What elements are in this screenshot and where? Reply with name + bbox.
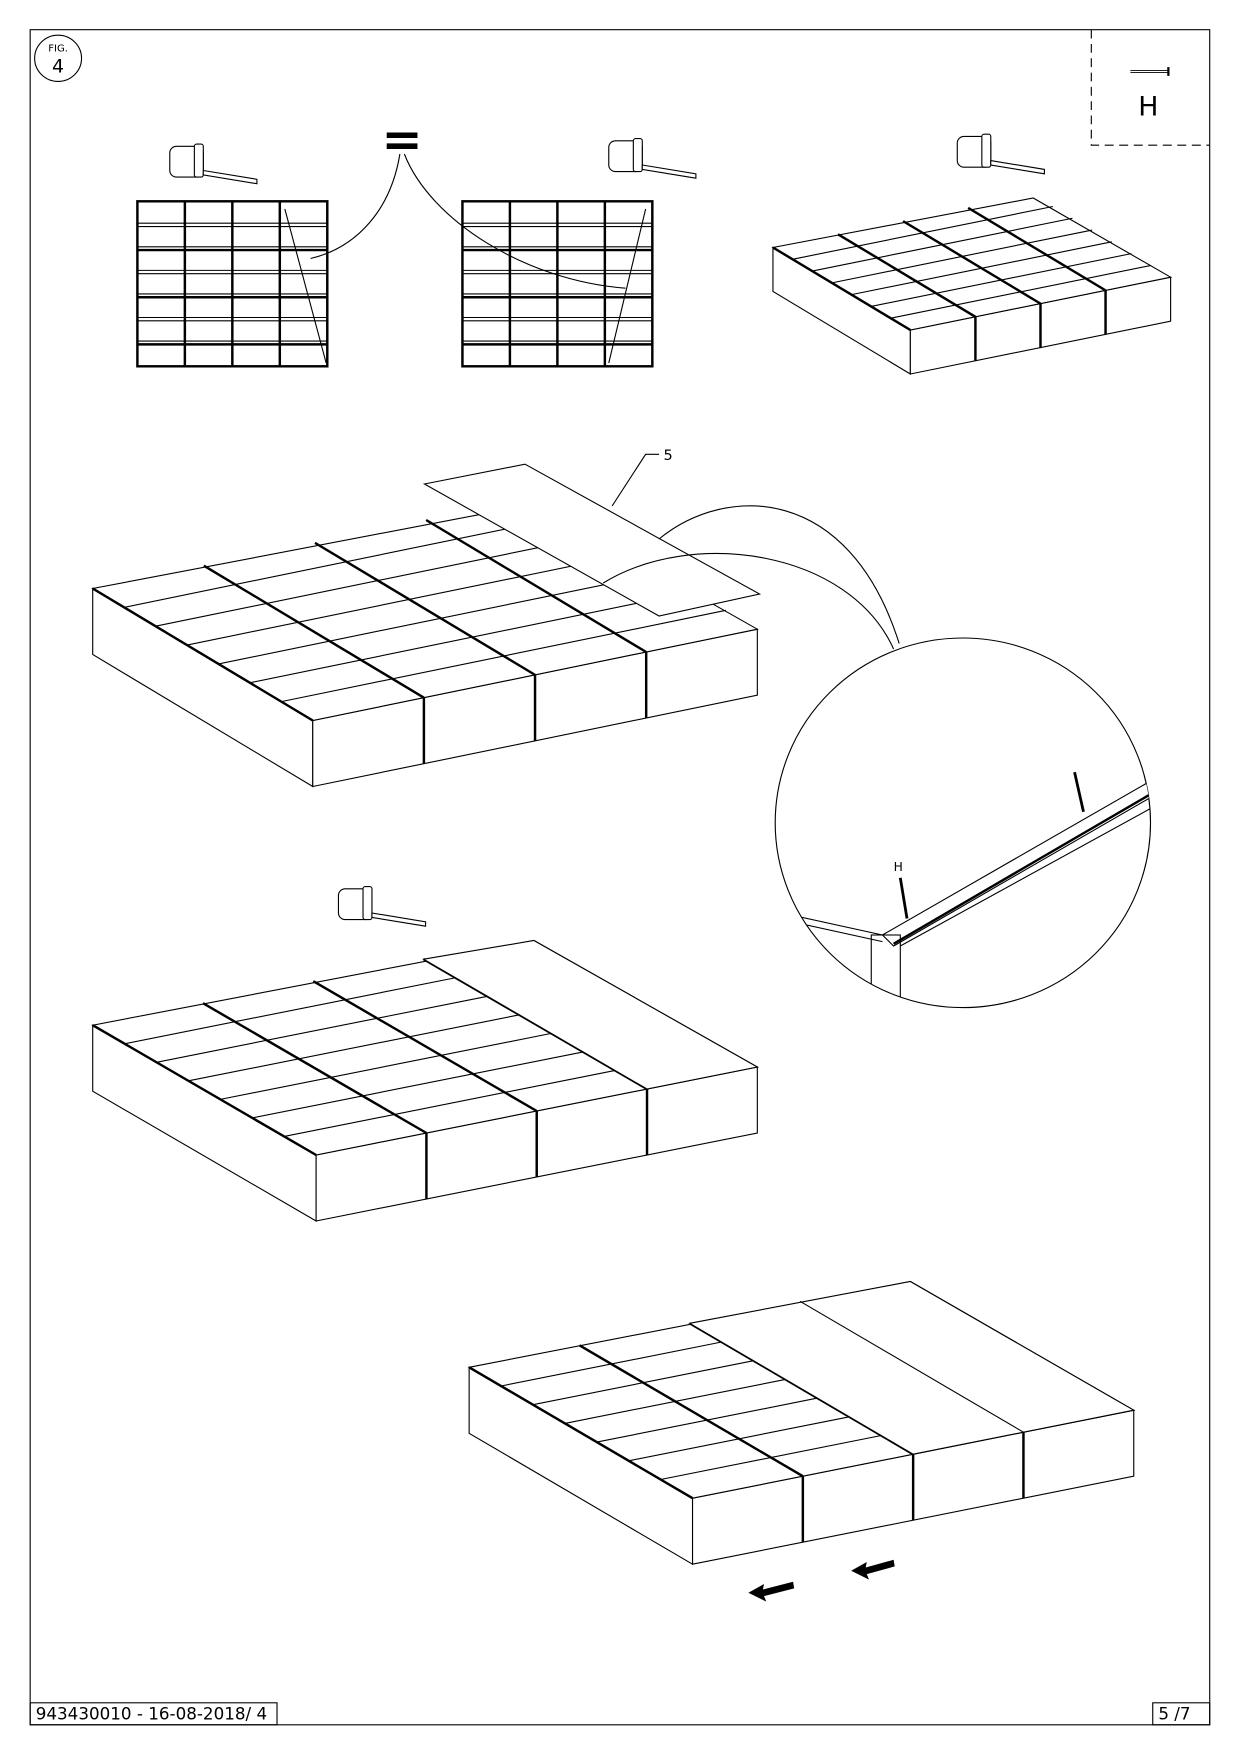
cover-panel <box>422 939 759 1090</box>
panel-seam <box>799 1300 1024 1433</box>
page-frame <box>29 29 1211 1726</box>
panel-5 <box>422 463 762 617</box>
box-shelf <box>188 1014 520 1082</box>
detail-side-panel <box>870 934 901 1008</box>
detail-link-top <box>658 505 900 644</box>
figure-label: FIG. <box>48 44 68 55</box>
box-edge <box>92 1024 317 1157</box>
measure-link-right <box>403 153 626 289</box>
part-5-label: 5 <box>663 448 672 464</box>
box-shelf <box>156 995 488 1063</box>
figure-badge: FIG. 4 <box>34 34 83 82</box>
box-divider <box>314 541 536 676</box>
detail-fastener-label: H <box>894 860 903 874</box>
tape-measure-icon <box>608 138 697 179</box>
box-shelf <box>124 977 456 1045</box>
tape-side <box>632 138 643 173</box>
box-shelf <box>252 1051 584 1119</box>
box-divider <box>202 1002 428 1135</box>
nail-icon <box>898 771 1085 919</box>
detail-panel-edge <box>881 780 1151 947</box>
tape-measure-icon <box>169 143 258 185</box>
tape-side <box>981 133 992 168</box>
fastener-letter: H <box>1138 92 1158 123</box>
tape-side <box>362 886 373 921</box>
tape-measure-icon <box>337 886 427 927</box>
compartment-box <box>91 939 759 1222</box>
box-divider <box>312 980 538 1113</box>
box-divider <box>902 220 1042 305</box>
nail-icon <box>1130 67 1170 76</box>
tape-blade <box>202 169 258 185</box>
tape-blade <box>371 912 427 927</box>
cover-panel <box>688 1280 1136 1455</box>
tape-measure-icon <box>956 133 1045 175</box>
box-divider <box>578 1344 804 1478</box>
box-shelf <box>220 1032 552 1100</box>
tape-blade <box>990 159 1045 175</box>
box-edge <box>468 1366 694 1500</box>
compartment-box <box>467 1280 1136 1566</box>
measure-link-left <box>310 153 401 260</box>
footer-doc-box <box>29 1702 278 1726</box>
arrow-left-icon <box>851 1559 895 1580</box>
part-5-leader <box>611 453 660 507</box>
footer-page-box <box>1152 1702 1211 1726</box>
fastener-box: H <box>1090 29 1210 146</box>
figure-number: 4 <box>52 57 64 78</box>
box-divider <box>425 518 647 654</box>
grid-top-view-left <box>136 200 329 368</box>
detail-link-bottom <box>602 552 895 650</box>
footer-doc-ref: 943430010 - 16-08-2018/ 4 <box>36 1704 267 1723</box>
tape-blade <box>641 164 697 179</box>
box-divider <box>203 564 425 699</box>
measure-diagonal <box>284 208 327 364</box>
box-edge <box>772 246 911 332</box>
box-divider <box>837 233 977 318</box>
box-shelf <box>284 1069 616 1137</box>
compartment-box <box>771 197 1173 375</box>
box-edge <box>92 587 314 722</box>
footer-page-number: 5 /7 <box>1158 1704 1190 1723</box>
tape-side <box>193 143 204 178</box>
grid-top-view-right <box>461 200 654 368</box>
equals-sign: = <box>382 112 423 169</box>
box-divider <box>967 206 1107 292</box>
arrow-left-icon <box>748 1581 795 1602</box>
detail-view: H <box>774 637 1152 1009</box>
measure-diagonal <box>608 208 647 364</box>
